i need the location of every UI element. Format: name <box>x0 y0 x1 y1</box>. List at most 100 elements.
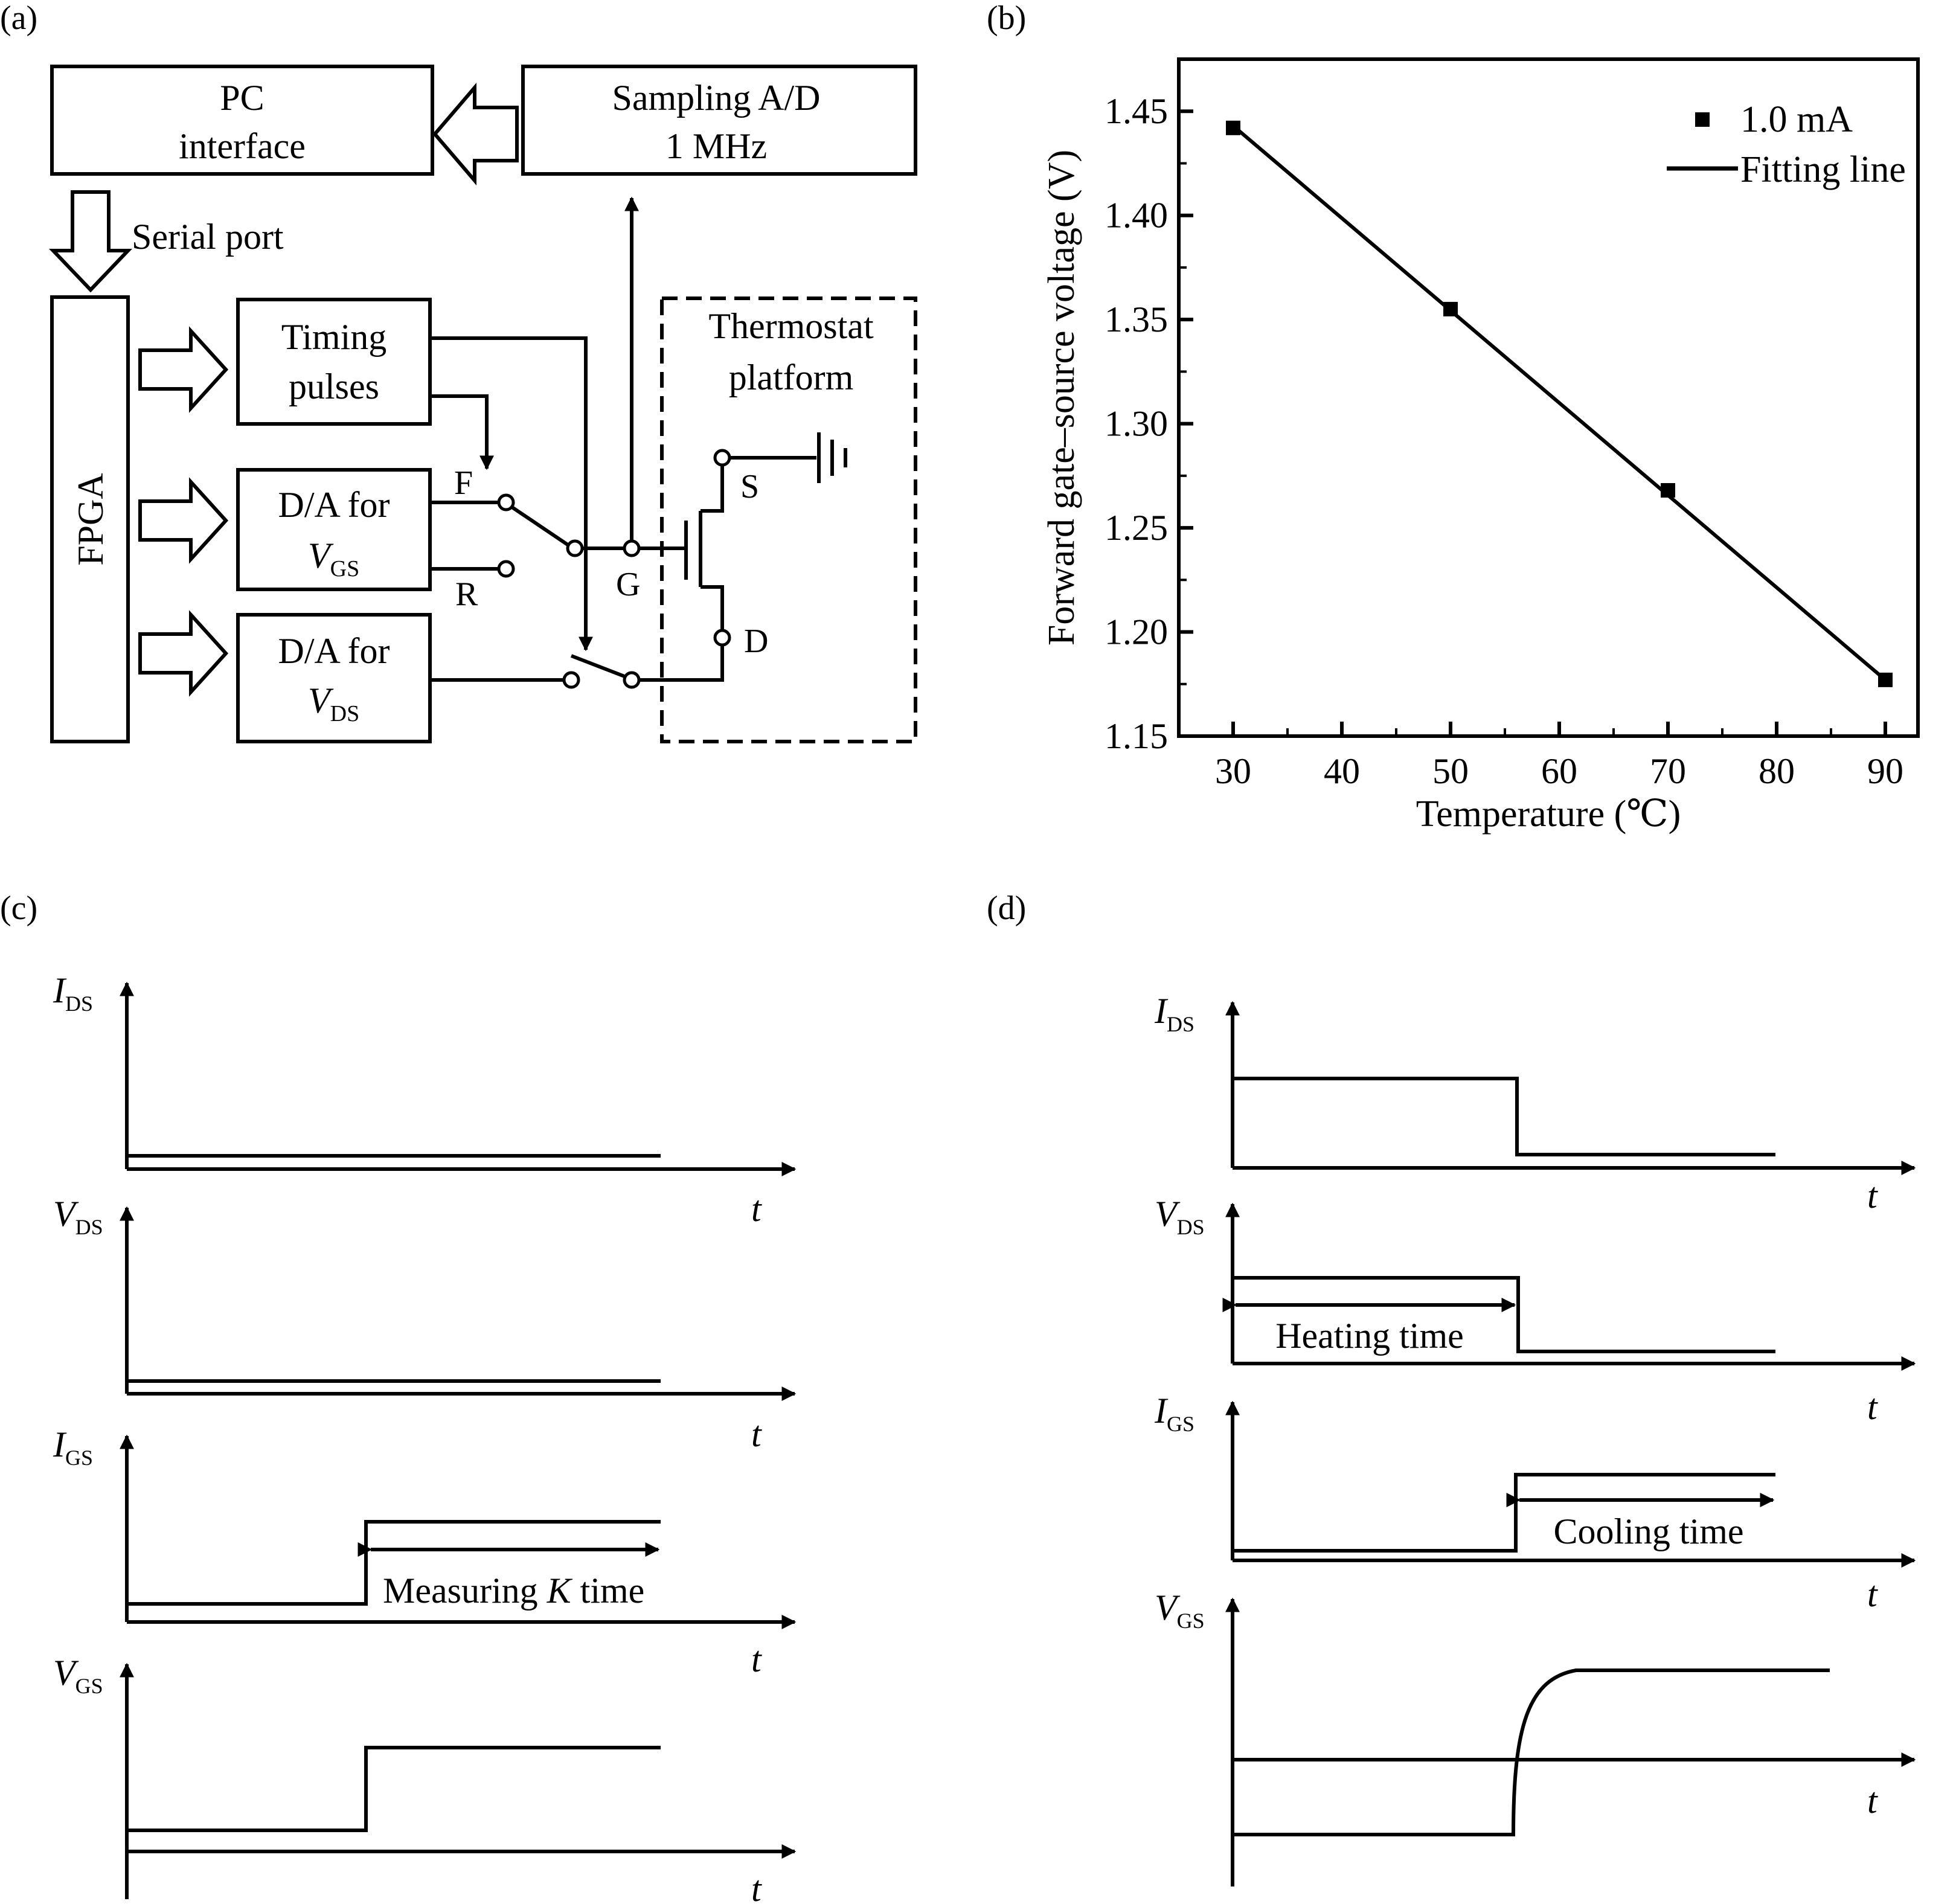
panel-b: (b) 30 40 50 60 70 80 90 1.15 1.20 1.25 1.30 1.35 1.… <box>987 0 1920 835</box>
d-cooling-time-label: Cooling time <box>1554 1511 1744 1551</box>
panel-d-label: (d) <box>987 889 1026 927</box>
vds-switch-to-drain-wire <box>639 645 724 682</box>
d-igs-trace <box>1233 1473 1775 1553</box>
trace-label: IDS <box>1154 991 1194 1036</box>
ground-icon <box>817 432 847 483</box>
t-axis-label: t <box>751 1869 762 1904</box>
t-axis-label: t <box>751 1414 762 1454</box>
data-point <box>1878 672 1893 687</box>
switch-common-terminal <box>566 539 584 557</box>
da-vds-line1: D/A for <box>278 631 390 671</box>
vds-switch-input-terminal <box>562 671 580 689</box>
t-axis-label: t <box>1867 1574 1878 1614</box>
thermostat-line1: Thermostat <box>708 306 874 346</box>
pc-interface-box <box>50 65 434 176</box>
vds-switch-blade <box>570 654 626 678</box>
drain-label: D <box>744 623 768 660</box>
da-vgs-box <box>236 468 432 591</box>
panel-c-label: (c) <box>0 889 37 927</box>
sampling-adc-box <box>521 65 917 176</box>
plot-frame <box>1177 57 1920 738</box>
pc-interface-line2: interface <box>179 126 306 166</box>
y-tick-label: 1.15 <box>1105 716 1168 756</box>
sampling-adc-line1: Sampling A/D <box>612 78 820 118</box>
t-axis-label: t <box>751 1189 762 1229</box>
x-axis-label: Temperature (℃) <box>1416 793 1681 835</box>
y-tick-label: 1.30 <box>1105 404 1168 444</box>
t-axis-label: t <box>1867 1387 1878 1427</box>
x-tick-label: 30 <box>1215 751 1251 791</box>
da-vgs-line1: D/A for <box>278 485 390 525</box>
timing-pulses-line1: Timing <box>281 317 387 357</box>
y-tick-label: 1.45 <box>1105 91 1168 131</box>
d-vds-trace <box>1233 1276 1775 1353</box>
mosfet-drain-lead <box>701 585 724 630</box>
d-heating-time-label: Heating time <box>1275 1316 1464 1356</box>
data-point <box>1443 301 1458 316</box>
switch-r-label: R <box>455 575 478 613</box>
t-axis-label: t <box>751 1640 762 1679</box>
data-point <box>1661 482 1675 498</box>
c-vgs-trace <box>127 1746 661 1832</box>
c-measuring-k-label: Measuring K time <box>383 1571 644 1611</box>
switch-r-terminal <box>497 560 515 578</box>
panel-a-label: (a) <box>0 0 37 37</box>
pc-interface-line1: PC <box>220 78 264 118</box>
legend-label-2: Fitting line <box>1740 149 1906 190</box>
panel-b-label: (b) <box>987 0 1026 37</box>
fpga-label: FPGA <box>71 473 111 565</box>
trace-label: VDS <box>1155 1194 1205 1239</box>
x-tick-label: 50 <box>1432 751 1469 791</box>
t-axis-label: t <box>1867 1176 1878 1216</box>
fpga-box <box>50 295 130 743</box>
fpga-to-da-vgs-arrow-icon <box>138 477 229 564</box>
c-igs-trace <box>127 1520 661 1606</box>
x-tick-label: 60 <box>1541 751 1577 791</box>
x-tick-label: 70 <box>1650 751 1686 791</box>
x-tick-label: 80 <box>1759 751 1795 791</box>
y-tick-label: 1.25 <box>1105 508 1168 548</box>
y-tick-label: 1.40 <box>1105 196 1168 236</box>
timing-pulses-line2: pulses <box>289 367 379 406</box>
thermostat-line2: platform <box>729 357 854 397</box>
legend-marker-square-icon <box>1695 112 1710 127</box>
trace-label: VGS <box>1155 1588 1205 1633</box>
x-tick-label: 40 <box>1324 751 1360 791</box>
adc-to-pc-arrow-icon <box>432 82 519 186</box>
data-point <box>1226 120 1240 135</box>
da-vds-line2: VDS <box>308 681 359 726</box>
fitting-line <box>1232 124 1887 682</box>
sampling-adc-line2: 1 MHz <box>665 126 767 166</box>
vgs-switch-blade <box>511 505 569 547</box>
timing-pulses-box <box>236 298 432 426</box>
switch-f-terminal <box>497 493 515 511</box>
trace-label: VDS <box>53 1194 103 1239</box>
d-ids-trace <box>1233 1077 1775 1156</box>
switch-f-label: F <box>454 464 473 502</box>
serial-port-arrow-icon <box>48 190 133 293</box>
gate-terminal <box>623 539 641 557</box>
y-axis-label: Forward gate–source voltage (V) <box>1041 150 1082 646</box>
x-tick-label: 90 <box>1867 751 1903 791</box>
serial-port-label: Serial port <box>132 217 284 257</box>
timing-to-gate-switch-wire <box>430 336 593 652</box>
timing-to-vgs-switch-wire <box>430 394 494 470</box>
y-tick-label: 1.20 <box>1105 612 1168 652</box>
legend-label-1: 1.0 mA <box>1740 99 1853 140</box>
vds-switch-output-terminal <box>623 671 641 689</box>
d-vgs-trace <box>1233 1668 1830 1836</box>
trace-label: IGS <box>53 1425 93 1470</box>
panel-a: (a) PC interface Sampling A/D 1 MHz Seri… <box>0 0 917 743</box>
trace-label: IGS <box>1154 1391 1194 1436</box>
source-terminal <box>713 449 731 467</box>
da-vds-box <box>236 613 432 743</box>
forward-voltage-chart: 30 40 50 60 70 80 90 1.15 1.20 1.25 1.30 1.35 1.40 1.… <box>1041 57 1920 835</box>
t-axis-label: t <box>1867 1781 1878 1821</box>
y-tick-label: 1.35 <box>1105 300 1168 339</box>
fpga-to-timing-arrow-icon <box>138 326 229 413</box>
trace-label: IDS <box>53 970 93 1016</box>
